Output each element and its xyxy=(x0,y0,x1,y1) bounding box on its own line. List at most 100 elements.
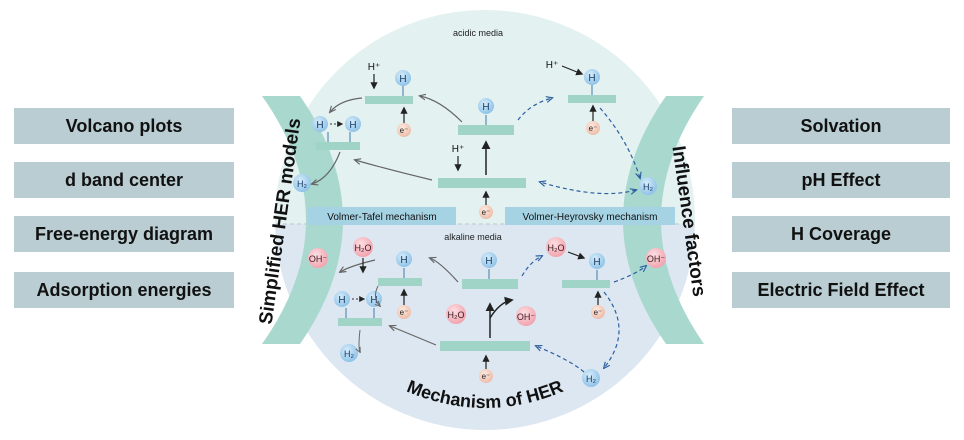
h-atom xyxy=(395,70,411,86)
h-atom xyxy=(396,251,412,267)
h-atom-label: H xyxy=(349,120,356,131)
h2o-molecule xyxy=(546,237,566,257)
arrow xyxy=(430,258,459,283)
h-atom xyxy=(334,291,350,307)
h2-label: H₂ xyxy=(297,179,307,189)
surface xyxy=(316,142,360,150)
arrow xyxy=(312,151,341,184)
electron-label: e⁻ xyxy=(482,208,491,217)
right-arc-band xyxy=(623,96,704,344)
left-bar-label: d band center xyxy=(64,169,184,190)
alkaline-media-label: alkaline media xyxy=(444,232,502,242)
electron-label: e⁻ xyxy=(400,126,409,135)
arrow xyxy=(540,182,636,194)
right-bar-label: Solvation xyxy=(800,115,882,136)
h-atom-label: H xyxy=(482,102,489,113)
electron-label: e⁻ xyxy=(400,308,409,317)
right-bar-ph-effect: pH Effect xyxy=(732,162,950,198)
surface xyxy=(438,178,526,188)
h2-molecule xyxy=(582,369,600,387)
electron-icon xyxy=(397,123,411,137)
arrow xyxy=(330,97,363,112)
arrow xyxy=(420,96,463,123)
h2-label: H₂ xyxy=(643,182,653,192)
surface xyxy=(338,318,382,326)
h2-molecule xyxy=(639,177,657,195)
h-atom xyxy=(345,116,361,132)
oh-minus-label: OH⁻ xyxy=(517,312,536,322)
left-bar-label: Volcano plots xyxy=(65,115,183,136)
h-atom-label: H xyxy=(399,74,406,85)
h2-label: H₂ xyxy=(586,374,596,384)
surface xyxy=(562,280,610,288)
electron-icon xyxy=(479,205,493,219)
arrow xyxy=(604,291,620,368)
oh-minus-ion xyxy=(646,248,666,268)
h2o-molecule xyxy=(446,304,466,324)
right-bar-label: Electric Field Effect xyxy=(757,279,925,300)
arrow xyxy=(390,326,437,346)
h-atom-label: H xyxy=(400,255,407,266)
oh-minus-label: OH⁻ xyxy=(647,254,666,264)
oh-minus-ion xyxy=(516,306,536,326)
right-bar-h-coverage: H Coverage xyxy=(732,216,950,252)
electron-icon xyxy=(479,369,493,383)
h2o-label: H₂O xyxy=(448,310,465,320)
left-bar-free-energy-diagram: Free-energy diagram xyxy=(14,216,234,252)
surface xyxy=(568,95,616,103)
h-atom-label: H xyxy=(316,120,323,131)
arrow xyxy=(536,346,585,373)
left-bar-label: Adsorption energies xyxy=(36,279,212,300)
arrow xyxy=(355,160,433,181)
right-bar-electric-field-effect: Electric Field Effect xyxy=(732,272,950,308)
arrow xyxy=(489,296,514,319)
h-atom xyxy=(312,116,328,132)
h-plus-label: H⁺ xyxy=(368,62,381,73)
arrow xyxy=(599,107,640,178)
h-atom-label: H xyxy=(370,295,377,306)
h-atom xyxy=(481,252,497,268)
h-atom-label: H xyxy=(588,73,595,84)
oh-minus-label: OH⁻ xyxy=(309,254,328,264)
h-atom xyxy=(478,98,494,114)
arrow xyxy=(521,256,542,277)
h2-molecule xyxy=(340,344,358,362)
surface xyxy=(440,341,530,351)
left-bar-volcano-plots: Volcano plots xyxy=(14,108,234,144)
surface xyxy=(458,125,514,135)
volmer-tafel-box xyxy=(308,207,456,225)
h-plus-label: H⁺ xyxy=(452,144,465,155)
arrow xyxy=(613,266,646,283)
acidic-media-label: acidic media xyxy=(453,28,503,38)
h-atom xyxy=(584,69,600,85)
surface xyxy=(365,96,413,104)
left-arc-band xyxy=(262,96,343,344)
electron-label: e⁻ xyxy=(482,372,491,381)
arrow xyxy=(517,98,552,121)
h2-molecule xyxy=(293,174,311,192)
arrow xyxy=(561,65,584,76)
h-atom-label: H xyxy=(485,256,492,267)
electron-icon xyxy=(397,305,411,319)
surface xyxy=(378,278,422,286)
surface xyxy=(462,279,518,289)
h-plus-label: H⁺ xyxy=(546,60,559,71)
volmer-heyrovsky-box xyxy=(505,207,675,225)
right-bar-solvation: Solvation xyxy=(732,108,950,144)
right-bar-label: pH Effect xyxy=(801,169,881,190)
h-atom-label: H xyxy=(593,257,600,268)
electron-icon xyxy=(586,121,600,135)
electron-icon xyxy=(591,305,605,319)
h2-label: H₂ xyxy=(344,349,354,359)
oh-minus-ion xyxy=(308,248,328,268)
volmer-heyrovsky-label: Volmer-Heyrovsky mechanism xyxy=(522,212,657,223)
acidic-media-region xyxy=(275,10,695,224)
arrow xyxy=(340,259,376,272)
left-bar-adsorption-energies: Adsorption energies xyxy=(14,272,234,308)
electron-label: e⁻ xyxy=(594,308,603,317)
h-atom xyxy=(589,253,605,269)
left-bar-label: Free-energy diagram xyxy=(34,223,214,244)
h2o-molecule xyxy=(353,237,373,257)
right-bar-label: H Coverage xyxy=(790,223,892,244)
